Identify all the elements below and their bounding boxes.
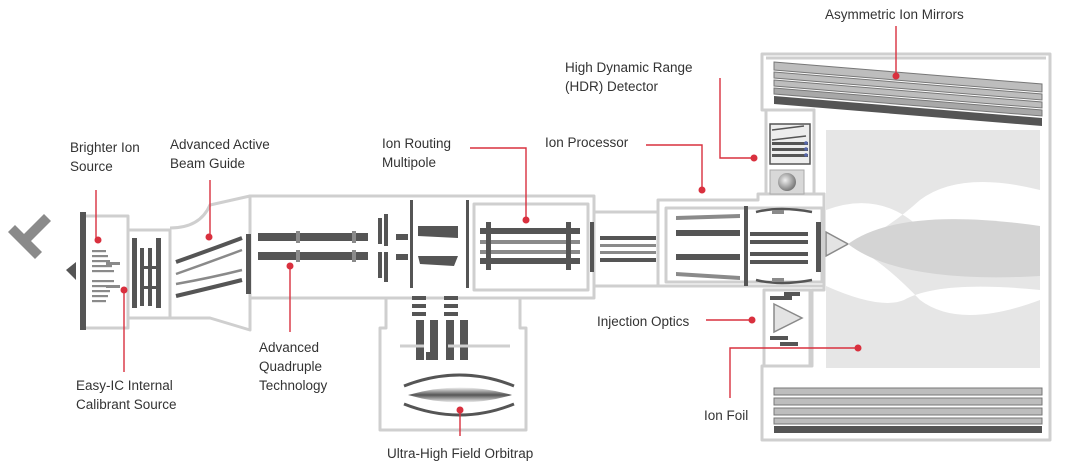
label-line: Easy-IC Internal bbox=[76, 378, 173, 393]
sprayer-emitter bbox=[8, 214, 76, 280]
label-ion-routing-multipole: Ion Routing Multipole bbox=[382, 134, 451, 172]
label-easy-ic-source: Easy-IC Internal Calibrant Source bbox=[76, 376, 177, 414]
label-line: Advanced bbox=[259, 340, 320, 355]
label-line: Ultra-High Field Orbitrap bbox=[387, 446, 534, 461]
label-line: Asymmetric Ion Mirrors bbox=[825, 7, 964, 22]
bottom-ion-mirror-plates bbox=[773, 387, 1043, 433]
ion-routing-multipole bbox=[472, 202, 594, 292]
hdr-detector bbox=[764, 108, 816, 196]
label-advanced-quadruple-technology: Advanced Quadruple Technology bbox=[259, 338, 327, 395]
label-injection-optics: Injection Optics bbox=[597, 312, 689, 331]
label-ion-processor: Ion Processor bbox=[545, 133, 628, 152]
label-advanced-active-beam-guide: Advanced Active Beam Guide bbox=[170, 135, 270, 173]
label-line: Technology bbox=[259, 378, 328, 393]
label-line: (HDR) Detector bbox=[565, 79, 659, 94]
label-line: Injection Optics bbox=[597, 314, 690, 329]
source-comb-electrodes bbox=[92, 250, 120, 303]
orbitrap-injection-electrodes bbox=[412, 296, 468, 360]
ion-processor bbox=[656, 192, 850, 288]
label-line: Source bbox=[70, 159, 113, 174]
label-line: Beam Guide bbox=[170, 156, 246, 171]
label-line: Ion Routing bbox=[382, 136, 452, 151]
label-line: Brighter Ion bbox=[70, 140, 140, 155]
quadrupole-housing bbox=[246, 194, 596, 300]
label-line: Ion Processor bbox=[545, 135, 629, 150]
label-line: Quadruple bbox=[259, 359, 323, 374]
label-line: Calibrant Source bbox=[76, 397, 177, 412]
transfer-multipole bbox=[594, 210, 658, 288]
transfer-lenses bbox=[378, 200, 469, 288]
label-brighter-ion-source: Brighter Ion Source bbox=[70, 138, 140, 176]
ion-lens-stack bbox=[128, 228, 172, 320]
label-ion-foil: Ion Foil bbox=[704, 406, 748, 425]
label-asymmetric-ion-mirrors: Asymmetric Ion Mirrors bbox=[825, 5, 964, 24]
orbitrap-housing bbox=[378, 296, 528, 432]
label-line: Ion Foil bbox=[704, 408, 749, 423]
label-hdr-detector: High Dynamic Range (HDR) Detector bbox=[565, 58, 693, 96]
ion-source-housing bbox=[80, 212, 130, 330]
label-ultra-high-field-orbitrap: Ultra-High Field Orbitrap bbox=[387, 444, 533, 463]
injection-optics bbox=[762, 288, 812, 368]
callout-leaders bbox=[94, 26, 900, 436]
label-line: High Dynamic Range bbox=[565, 60, 693, 75]
top-ion-mirror-plates bbox=[773, 61, 1043, 126]
label-line: Multipole bbox=[382, 155, 437, 170]
astral-analyzer bbox=[760, 52, 1052, 442]
label-line: Advanced Active bbox=[170, 137, 270, 152]
